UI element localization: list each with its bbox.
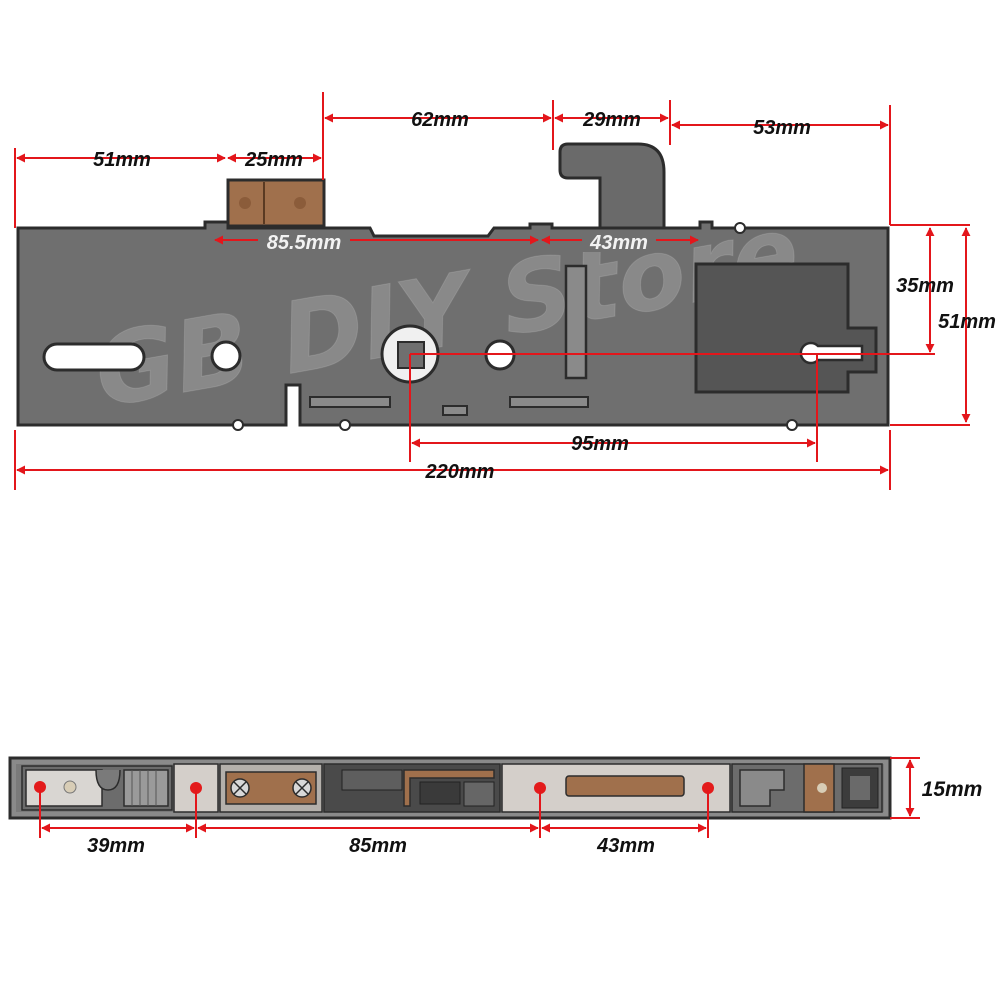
dim-62mm: 62mm — [411, 109, 469, 131]
dim-35mm: 35mm — [896, 275, 954, 297]
cylinder-cutout — [694, 262, 878, 394]
edge-view-labels: 39mm 85mm 43mm 15mm — [87, 778, 982, 857]
dim-85-5mm: 85.5mm — [267, 232, 342, 254]
dim-43mm-top: 43mm — [589, 232, 648, 254]
hook-slot — [565, 775, 685, 797]
dim-25mm: 25mm — [244, 149, 303, 171]
cam — [803, 763, 835, 813]
dim-220mm: 220mm — [425, 461, 495, 483]
fixing-slot — [42, 342, 146, 372]
lock-case-side-view: GB DIY Store — [16, 142, 890, 431]
dim-85mm: 85mm — [349, 835, 407, 857]
dim-51mm-right: 51mm — [938, 311, 996, 333]
lock-case-plate — [16, 220, 890, 427]
faceplate-edge-view — [8, 756, 892, 820]
top-view-labels: 51mm 25mm 62mm 29mm 53mm 85.5mm 43mm 35m… — [93, 109, 996, 483]
dim-15mm: 15mm — [922, 778, 983, 801]
top-view-dimensions — [14, 92, 971, 490]
dim-29mm: 29mm — [582, 109, 641, 131]
dim-51mm-top: 51mm — [93, 149, 151, 171]
hook-bolt — [558, 142, 666, 230]
dim-95mm: 95mm — [571, 433, 629, 455]
dim-43mm-edge: 43mm — [596, 835, 655, 857]
dim-39mm: 39mm — [87, 835, 145, 857]
dim-53mm: 53mm — [753, 117, 811, 139]
edge-view-dimensions — [39, 757, 920, 838]
fixing-hole — [210, 340, 242, 372]
